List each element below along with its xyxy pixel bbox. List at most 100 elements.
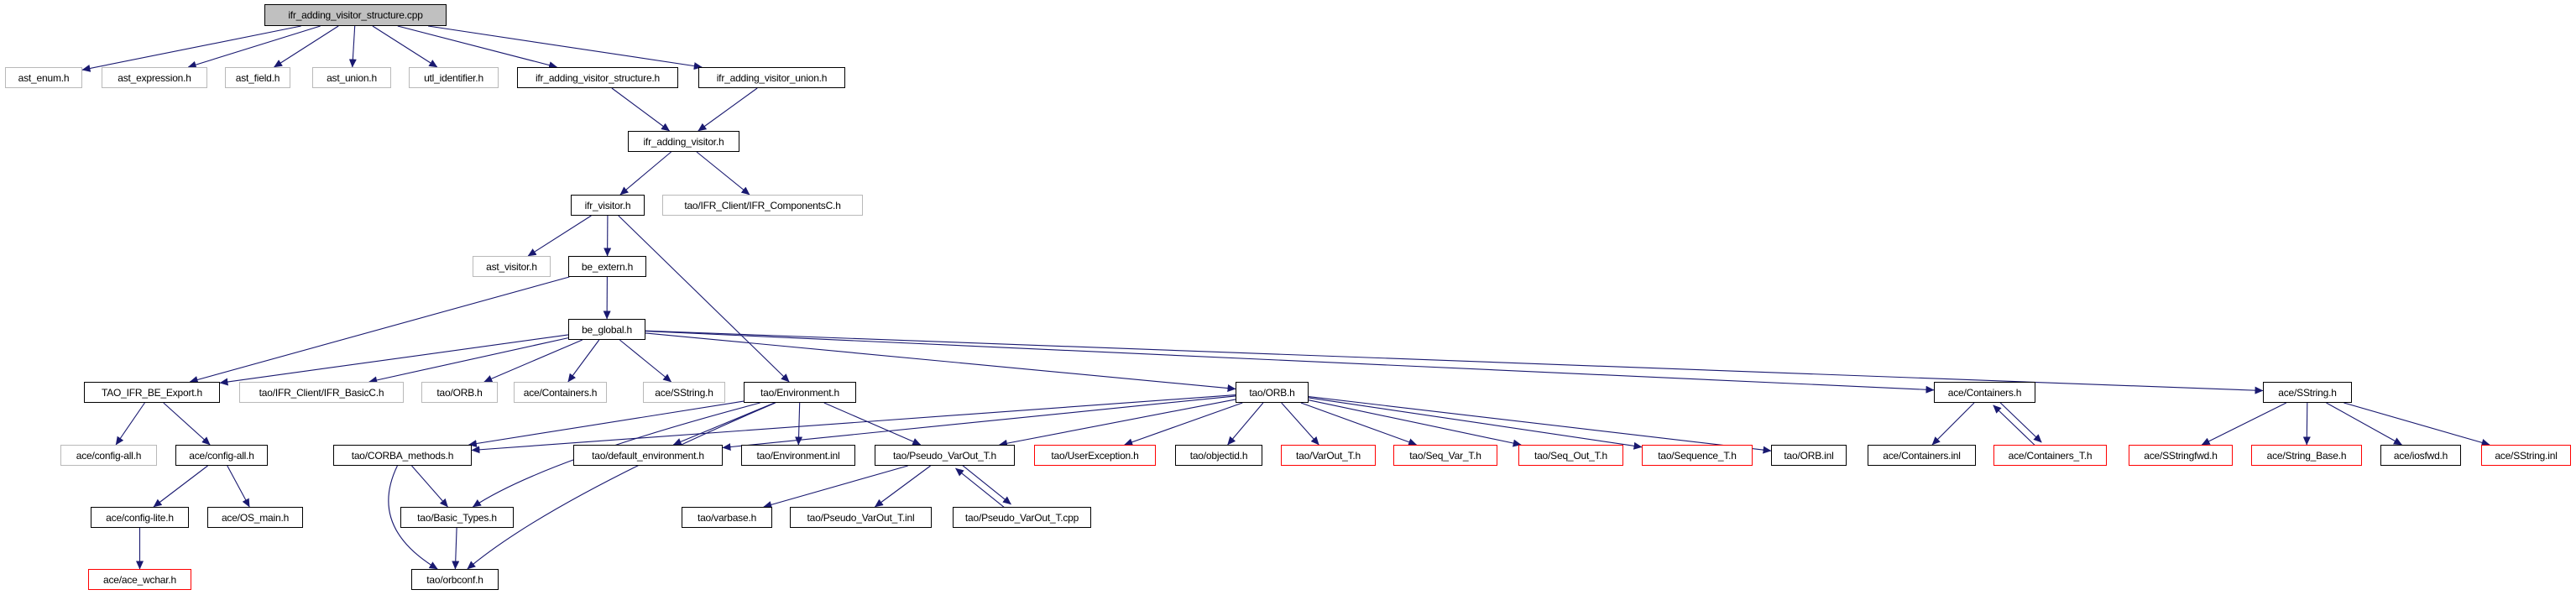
- graph-node-containers[interactable]: ace/Containers.h: [1934, 382, 2035, 403]
- graph-node-config_all[interactable]: ace/config-all.h: [175, 445, 268, 466]
- graph-node-os_main[interactable]: ace/OS_main.h: [207, 507, 303, 528]
- graph-node-user_exception[interactable]: tao/UserException.h: [1034, 445, 1156, 466]
- graph-node-varout_t[interactable]: tao/VarOut_T.h: [1281, 445, 1376, 466]
- edge-be_global-to-ifr_basicc: [368, 337, 569, 384]
- edge-containers-to-containers_t: [1997, 399, 2042, 443]
- graph-node-be_global[interactable]: be_global.h: [568, 319, 645, 340]
- graph-node-tao_ifr_export[interactable]: TAO_IFR_BE_Export.h: [84, 382, 220, 403]
- graph-node-ifr_struct_h[interactable]: ifr_adding_visitor_structure.h: [517, 67, 678, 88]
- graph-node-orb[interactable]: tao/ORB.h: [1236, 382, 1309, 403]
- edge-environment-to-corba_methods: [468, 400, 745, 447]
- graph-node-iosfwd[interactable]: ace/iosfwd.h: [2380, 445, 2461, 466]
- graph-node-ifr_components: tao/IFR_Client/IFR_ComponentsC.h: [662, 195, 863, 216]
- graph-node-containers_inl[interactable]: ace/Containers.inl: [1868, 445, 1976, 466]
- edge-basic_types-to-orbconf: [452, 527, 460, 570]
- edge-orb-to-varout_t: [1281, 402, 1319, 446]
- graph-node-varbase[interactable]: tao/varbase.h: [682, 507, 772, 528]
- edge-ifr_adding-to-ifr_components: [696, 151, 750, 196]
- graph-node-config_all_gray: ace/config-all.h: [60, 445, 157, 466]
- edge-be_global-to-orb_gray: [483, 339, 583, 383]
- graph-node-objectid[interactable]: tao/objectid.h: [1175, 445, 1262, 466]
- graph-node-containers_gray: ace/Containers.h: [514, 382, 607, 403]
- edge-be_global-to-orb: [645, 332, 1236, 392]
- edge-containers_t-to-containers: [1993, 404, 2038, 448]
- edge-ifr_visitor-to-environment: [618, 215, 790, 383]
- edge-orb-to-user_exception: [1124, 402, 1243, 446]
- graph-node-ifr_adding[interactable]: ifr_adding_visitor.h: [628, 131, 739, 152]
- graph-node-sequence_t[interactable]: tao/Sequence_T.h: [1642, 445, 1753, 466]
- edge-environment-to-environment_inl: [795, 402, 803, 446]
- edge-be_global-to-tao_ifr_export: [219, 334, 569, 386]
- graph-node-pseudo_inl[interactable]: tao/Pseudo_VarOut_T.inl: [790, 507, 932, 528]
- edge-orb-to-seq_var_t: [1300, 402, 1418, 446]
- edge-orb-to-objectid: [1227, 402, 1264, 446]
- graph-node-string_base[interactable]: ace/String_Base.h: [2251, 445, 2362, 466]
- edge-be_global-to-containers_gray: [567, 339, 600, 383]
- edge-config_all-to-config_lite: [153, 465, 208, 508]
- edge-tao_ifr_export-to-config_all: [163, 402, 211, 446]
- edge-config_all-to-os_main: [227, 465, 250, 508]
- edge-orb-to-orb_inl: [1308, 396, 1772, 454]
- graph-node-containers_t[interactable]: ace/Containers_T.h: [1993, 445, 2107, 466]
- graph-node-ace_wchar[interactable]: ace/ace_wchar.h: [88, 569, 191, 590]
- edge-pseudo_h-to-pseudo_cpp: [959, 462, 1011, 505]
- graph-node-seq_out_t[interactable]: tao/Seq_Out_T.h: [1518, 445, 1623, 466]
- edge-root-to-utl_identifier: [372, 25, 438, 68]
- graph-node-sstring_inl[interactable]: ace/SString.inl: [2481, 445, 2571, 466]
- graph-node-seq_var_t[interactable]: tao/Seq_Var_T.h: [1393, 445, 1497, 466]
- edge-be_global-to-sstring: [645, 330, 2264, 394]
- edge-root-to-ast_union: [348, 25, 357, 68]
- graph-node-ast_visitor: ast_visitor.h: [473, 256, 551, 277]
- graph-node-basic_types[interactable]: tao/Basic_Types.h: [400, 507, 514, 528]
- graph-node-pseudo_cpp[interactable]: tao/Pseudo_VarOut_T.cpp: [953, 507, 1091, 528]
- edge-ifr_adding-to-ifr_visitor: [619, 151, 671, 196]
- edge-environment-to-default_env: [672, 402, 776, 446]
- edge-environment-to-pseudo_h: [823, 402, 922, 446]
- edge-be_extern-to-tao_ifr_export: [189, 276, 570, 384]
- edge-sstring-to-iosfwd: [2326, 402, 2402, 446]
- graph-node-orb_gray: tao/ORB.h: [421, 382, 498, 403]
- edge-orb-to-pseudo_h: [999, 399, 1236, 447]
- edge-orb-to-sequence_t: [1308, 397, 1643, 450]
- graph-node-sstring[interactable]: ace/SString.h: [2263, 382, 2352, 403]
- graph-node-ast_field: ast_field.h: [225, 67, 290, 88]
- edge-sstring-to-sstring_inl: [2343, 402, 2490, 446]
- edge-orb-to-seq_out_t: [1308, 399, 1522, 447]
- edge-orb-to-corba_methods: [471, 394, 1236, 454]
- edge-root-to-ifr_struct_h: [397, 25, 558, 69]
- edge-tao_ifr_export-to-config_all_gray: [115, 402, 145, 446]
- graph-node-orbconf[interactable]: tao/orbconf.h: [411, 569, 499, 590]
- graph-node-corba_methods[interactable]: tao/CORBA_methods.h: [333, 445, 472, 466]
- edge-root-to-ifr_union_h: [428, 25, 703, 70]
- edge-environment-to-orbconf: [467, 402, 776, 570]
- graph-node-utl_identifier: utl_identifier.h: [409, 67, 499, 88]
- edge-pseudo_h-to-pseudo_inl: [874, 465, 931, 508]
- edge-orb-to-default_env: [722, 395, 1236, 451]
- edge-root-to-ast_expression: [187, 25, 321, 69]
- graph-node-ifr_basicc: tao/IFR_Client/IFR_BasicC.h: [239, 382, 404, 403]
- graph-node-environment_inl[interactable]: tao/Environment.inl: [741, 445, 855, 466]
- graph-node-be_extern[interactable]: be_extern.h: [568, 256, 646, 277]
- graph-node-config_lite[interactable]: ace/config-lite.h: [91, 507, 189, 528]
- graph-node-sstringfwd[interactable]: ace/SStringfwd.h: [2129, 445, 2233, 466]
- graph-node-ast_expression: ast_expression.h: [102, 67, 207, 88]
- edge-ifr_union_h-to-ifr_adding: [698, 87, 758, 132]
- graph-node-ifr_union_h[interactable]: ifr_adding_visitor_union.h: [698, 67, 845, 88]
- graph-node-environment[interactable]: tao/Environment.h: [744, 382, 856, 403]
- edge-corba_methods-to-orbconf: [388, 465, 438, 570]
- graph-node-orb_inl[interactable]: tao/ORB.inl: [1771, 445, 1847, 466]
- edge-be_global-to-sstring_gray: [619, 339, 672, 383]
- edge-root-to-ast_field: [274, 25, 339, 68]
- graph-node-default_env[interactable]: tao/default_environment.h: [573, 445, 723, 466]
- edge-sstring-to-sstringfwd: [2201, 402, 2287, 446]
- edge-corba_methods-to-basic_types: [411, 465, 448, 508]
- edge-ifr_visitor-to-ast_visitor: [527, 215, 592, 257]
- graph-node-ifr_visitor[interactable]: ifr_visitor.h: [571, 195, 645, 216]
- graph-node-sstring_gray: ace/SString.h: [643, 382, 725, 403]
- graph-node-ast_enum: ast_enum.h: [5, 67, 82, 88]
- edge-pseudo_cpp-to-pseudo_h: [955, 467, 1007, 510]
- graph-node-pseudo_h[interactable]: tao/Pseudo_VarOut_T.h: [875, 445, 1015, 466]
- edge-containers-to-containers_inl: [1931, 402, 1975, 446]
